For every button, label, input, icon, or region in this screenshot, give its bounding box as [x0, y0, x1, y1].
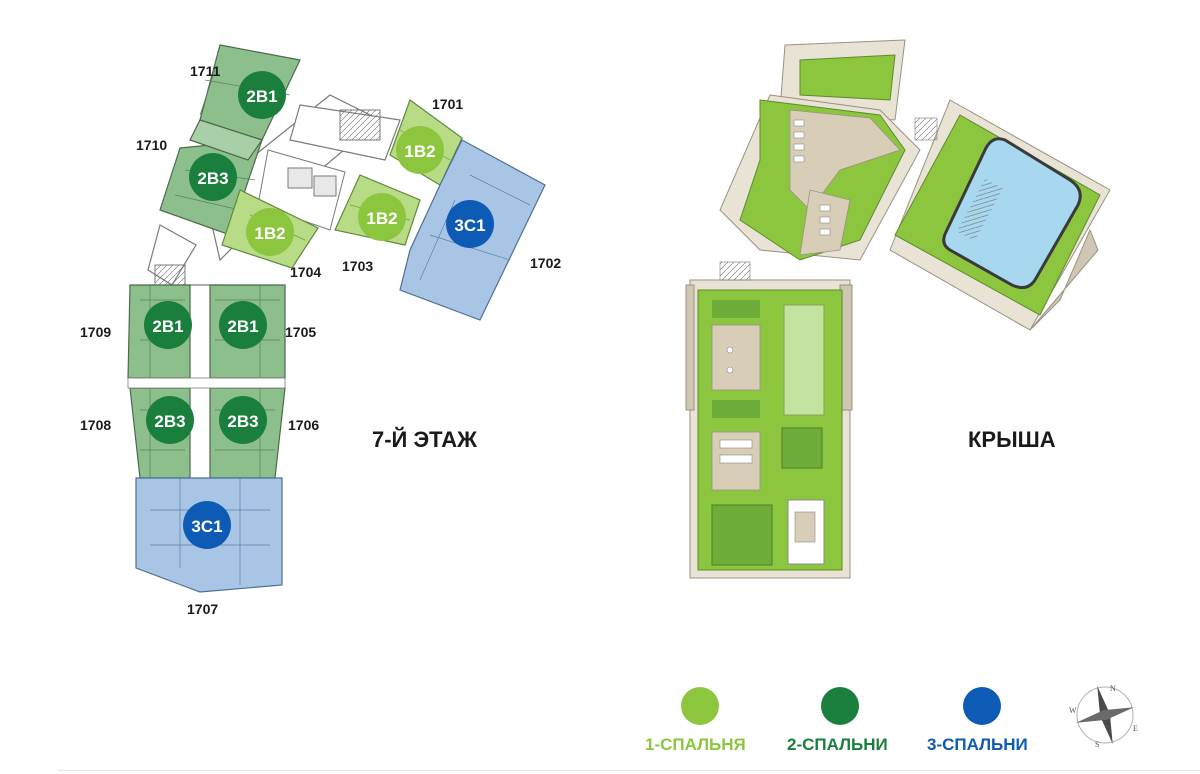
unit-badge-1710[interactable]: 2B3 [189, 153, 237, 201]
unit-badge-1701[interactable]: 1B2 [396, 126, 444, 174]
bottom-divider [58, 770, 1200, 771]
unit-number-1705: 1705 [285, 324, 316, 340]
legend-dot-3-bedroom [963, 687, 1001, 725]
unit-badge-1705[interactable]: 2B1 [219, 301, 267, 349]
unit-type-label: 2B3 [154, 412, 185, 431]
unit-number-1707: 1707 [187, 601, 218, 617]
compass-n: N [1110, 684, 1116, 693]
unit-type-label: 2B3 [227, 412, 258, 431]
seventh-floor-title: 7-Й ЭТАЖ [372, 427, 477, 452]
unit-number-1704: 1704 [290, 264, 321, 280]
unit-type-label: 2B1 [152, 317, 183, 336]
unit-badge-1711[interactable]: 2B1 [238, 71, 286, 119]
legend [681, 687, 1001, 725]
roof-lawn [783, 304, 825, 416]
unit-badge-1702[interactable]: 3C1 [446, 200, 494, 248]
roof-title: КРЫША [968, 427, 1056, 452]
unit-number-1706: 1706 [288, 417, 319, 433]
seventh-floor-plan: 2B1 2B3 1B2 3C1 1B2 1B2 2B1 2B1 [80, 44, 561, 617]
unit-type-label: 2B3 [197, 169, 228, 188]
unit-number-1708: 1708 [80, 417, 111, 433]
unit-type-label: 2B1 [227, 317, 258, 336]
compass-e: E [1133, 724, 1138, 733]
unit-badge-1709[interactable]: 2B1 [144, 301, 192, 349]
unit-type-label: 1B2 [404, 142, 435, 161]
unit-badge-1706[interactable]: 2B3 [219, 396, 267, 444]
unit-number-labels: 1711 1710 1701 1702 1703 1704 1709 1705 … [80, 63, 561, 617]
unit-number-1710: 1710 [136, 137, 167, 153]
unit-badge-1708[interactable]: 2B3 [146, 396, 194, 444]
legend-dot-1-bedroom [681, 687, 719, 725]
legend-label-1-bedroom: 1-СПАЛЬНЯ [645, 735, 746, 754]
unit-badge-1704[interactable]: 1B2 [246, 208, 294, 256]
unit-type-label: 3C1 [454, 216, 485, 235]
unit-type-label: 2B1 [246, 87, 277, 106]
legend-label-2-bedroom: 2-СПАЛЬНИ [787, 735, 888, 754]
unit-number-1711: 1711 [190, 63, 221, 79]
roof-plan [685, 39, 1111, 579]
unit-number-1701: 1701 [432, 96, 463, 112]
unit-badge-1703[interactable]: 1B2 [358, 193, 406, 241]
compass-icon: N E S W [1069, 684, 1138, 749]
compass-w: W [1069, 706, 1077, 715]
legend-dot-2-bedroom [821, 687, 859, 725]
unit-type-label: 1B2 [366, 209, 397, 228]
unit-type-label: 1B2 [254, 224, 285, 243]
roof-pool [942, 137, 1082, 290]
unit-number-1702: 1702 [530, 255, 561, 271]
unit-badge-1707[interactable]: 3C1 [183, 501, 231, 549]
unit-number-1709: 1709 [80, 324, 111, 340]
unit-number-1703: 1703 [342, 258, 373, 274]
unit-type-label: 3C1 [191, 517, 222, 536]
compass-s: S [1095, 740, 1099, 749]
legend-label-3-bedroom: 3-СПАЛЬНИ [927, 735, 1028, 754]
